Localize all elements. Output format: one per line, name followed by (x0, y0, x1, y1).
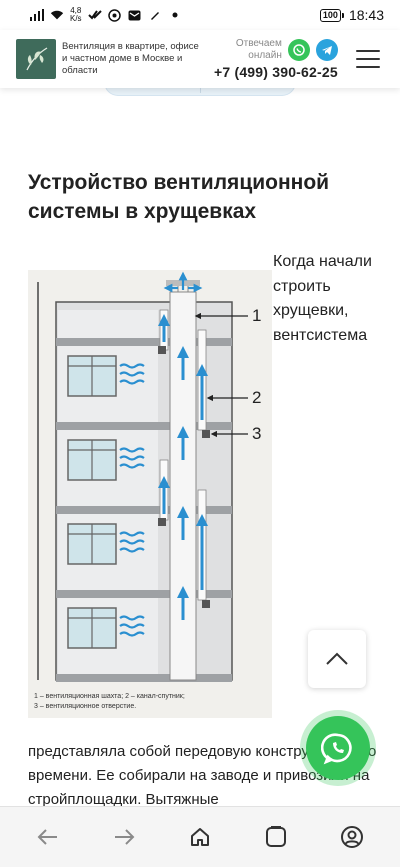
article-side-text: Когда начали строить хрущевки, вентсисте… (273, 253, 372, 344)
home-icon (191, 828, 209, 846)
home-button[interactable] (180, 817, 220, 857)
mail-icon (128, 8, 142, 22)
ventilation-diagram-image: 1 2 3 1 – вентиляционная шахта; 2 – кана… (28, 270, 272, 718)
pill-divider (199, 83, 201, 93)
forward-button[interactable] (104, 817, 144, 857)
profile-button[interactable] (332, 817, 372, 857)
status-left: 4,8 K/s (30, 7, 182, 23)
dot-icon (168, 8, 182, 22)
tabs-button[interactable] (256, 817, 296, 857)
back-button[interactable] (28, 817, 68, 857)
forward-icon (115, 829, 135, 845)
browser-bottom-nav (0, 806, 400, 867)
online-label: Отвечаем онлайн (235, 38, 282, 61)
tabs-icon (266, 826, 286, 847)
scroll-to-top-button[interactable] (308, 630, 366, 688)
ventilation-diagram: 1 2 3 1 – вентиляционная шахта; 2 – кана… (28, 270, 272, 718)
wifi-icon (50, 8, 64, 22)
phone-link[interactable]: +7 (499) 390-62-25 (214, 64, 338, 80)
callout-3: 3 (252, 424, 261, 443)
back-icon (37, 829, 57, 845)
whatsapp-status-icon (108, 8, 122, 22)
profile-icon (341, 826, 363, 848)
logo[interactable] (16, 39, 56, 79)
callout-2: 2 (252, 388, 261, 407)
site-tagline: Вентиляция в квартире, офисе и частном д… (62, 41, 199, 76)
article-title: Устройство вентиляционной системы в хрущ… (28, 171, 330, 223)
site-header: Вентиляция в квартире, офисе и частном д… (0, 30, 400, 88)
network-speed: 4,8 K/s (70, 6, 82, 23)
clock: 18:43 (348, 7, 384, 23)
battery-icon: 100 (319, 8, 344, 22)
whatsapp-icon (321, 733, 352, 765)
signal-icon (30, 8, 44, 22)
article-body-text: представляла собой передовую конструкцию… (28, 743, 377, 808)
edit-icon (148, 8, 162, 22)
callout-1: 1 (252, 306, 261, 325)
whatsapp-chat-button[interactable] (306, 716, 370, 780)
diagram-legend-line-2: 3 – вентиляционное отверстие. (34, 703, 136, 710)
diagram-legend-line-1: 1 – вентиляционная шахта; 2 – канал-спут… (34, 693, 185, 700)
notification-icon (87, 8, 102, 22)
menu-icon[interactable] (355, 50, 380, 68)
status-right: 100 18:43 (319, 7, 384, 23)
status-bar: 4,8 K/s 100 18:43 (0, 0, 400, 30)
chevron-up-icon (326, 652, 348, 665)
whatsapp-icon[interactable] (287, 39, 310, 61)
telegram-icon[interactable] (315, 39, 338, 61)
contact-block: Отвечаем онлайн +7 (499) 390-62-25 (214, 38, 338, 80)
leaf-logo-icon (26, 47, 48, 71)
